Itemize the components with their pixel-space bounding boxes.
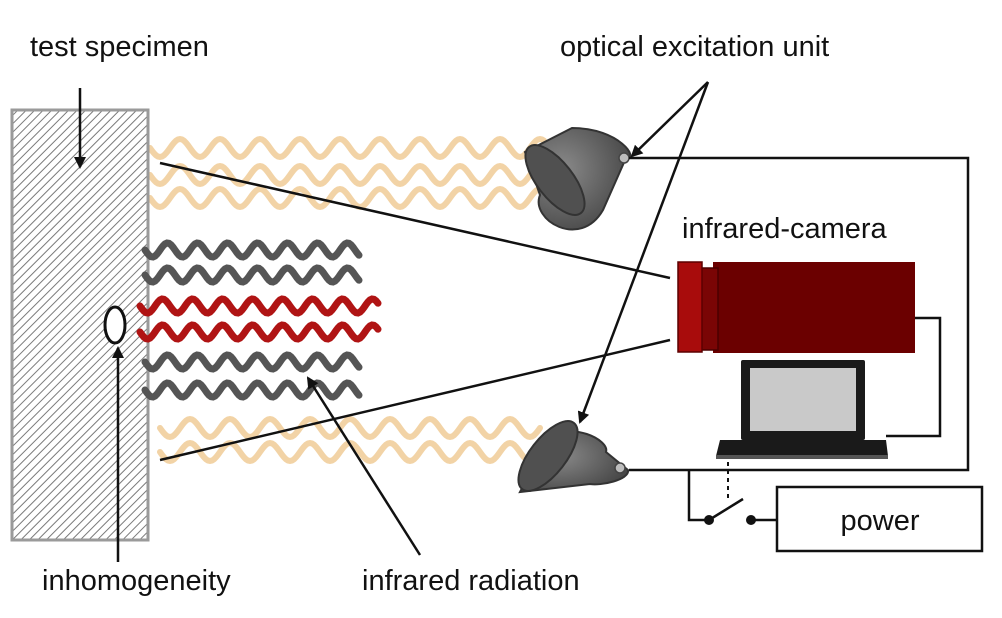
wiring: [629, 156, 970, 522]
test-specimen: [10, 108, 150, 542]
excitation-wave: [157, 415, 543, 441]
optical-excitation-unit-label: optical excitation unit: [560, 31, 829, 63]
pointer-arrows: [74, 81, 710, 562]
lamp-icon: [523, 126, 632, 231]
test-specimen-label: test specimen: [30, 31, 209, 63]
power-label: power: [841, 505, 920, 537]
infrared-waves: [136, 239, 382, 401]
infrared-wave-red: [136, 295, 382, 317]
infrared-wave-gray: [141, 379, 363, 401]
infrared-radiation-label: infrared radiation: [362, 565, 580, 597]
inhomogeneity-label: inhomogeneity: [42, 565, 231, 597]
infrared-wave-gray: [141, 264, 363, 286]
infrared-wave-gray: [141, 239, 363, 261]
camera-fov-lower: [159, 338, 671, 462]
camera-icon: [677, 261, 915, 353]
excitation-wave: [147, 162, 547, 188]
infrared-camera-label: infrared-camera: [682, 213, 888, 245]
camera-fov-upper: [159, 161, 671, 280]
laptop-icon: [716, 360, 888, 459]
inhomogeneity-defect: [103, 305, 127, 345]
infrared-wave-red: [136, 321, 382, 343]
lamp-icon: [517, 420, 629, 494]
power-box: [775, 485, 984, 553]
infrared-wave-gray: [141, 351, 363, 373]
excitation-wave: [147, 135, 547, 161]
switch-icon: [704, 497, 756, 525]
excitation-wave: [147, 185, 547, 211]
